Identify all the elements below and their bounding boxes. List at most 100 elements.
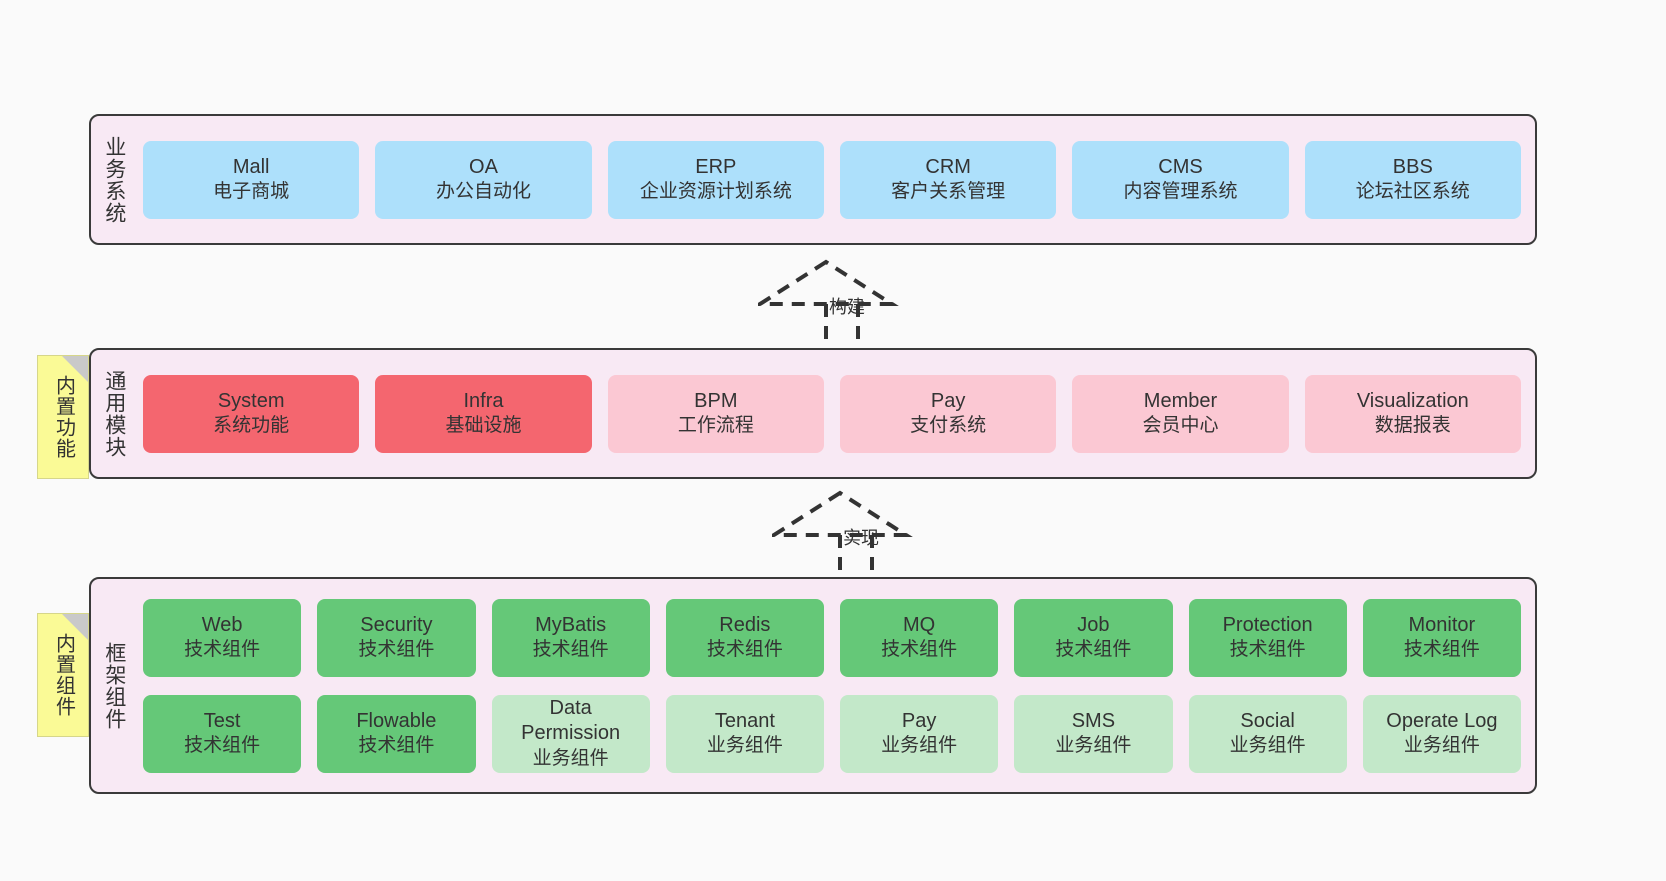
node-test[interactable]: Test 技术组件: [143, 694, 302, 773]
node-row-technical: Web 技术组件 Security 技术组件 MyBatis 技术组件 Redi…: [143, 598, 1521, 677]
node-member[interactable]: Member 会员中心: [1072, 374, 1289, 453]
node-title: Security: [360, 613, 433, 636]
node-bbs[interactable]: BBS 论坛社区系统: [1304, 140, 1521, 219]
node-subtitle: 技术组件: [358, 639, 435, 661]
node-job[interactable]: Job 技术组件: [1014, 598, 1173, 677]
node-title: Data Permission: [521, 696, 621, 745]
node-monitor[interactable]: Monitor 技术组件: [1362, 598, 1521, 677]
node-title: SMS: [1071, 709, 1116, 732]
node-subtitle: 支付系统: [910, 415, 987, 437]
node-subtitle: 会员中心: [1142, 415, 1219, 437]
node-social[interactable]: Social 业务组件: [1188, 694, 1347, 773]
node-title: CRM: [925, 155, 971, 178]
layer-body-business: Mall 电子商城 OA 办公自动化 ERP 企业资源计划系统 CRM 客户关系…: [137, 116, 1535, 243]
layer-business-systems: 业务系统 Mall 电子商城 OA 办公自动化 ERP 企业资源计划系统 CRM…: [89, 114, 1537, 245]
node-operate-log[interactable]: Operate Log 业务组件: [1362, 694, 1521, 773]
node-title: CMS: [1158, 155, 1203, 178]
node-title: Member: [1143, 389, 1218, 412]
node-security[interactable]: Security 技术组件: [317, 598, 476, 677]
node-subtitle: 电子商城: [213, 181, 290, 203]
node-title: BPM: [694, 389, 738, 412]
node-pay-module[interactable]: Pay 支付系统: [839, 374, 1057, 453]
node-subtitle: 基础设施: [445, 415, 522, 437]
node-subtitle: 内容管理系统: [1123, 181, 1238, 203]
node-subtitle: 技术组件: [184, 735, 261, 757]
node-tenant[interactable]: Tenant 业务组件: [665, 694, 824, 773]
layer-title-framework: 框架组件: [102, 641, 126, 730]
node-visualization[interactable]: Visualization 数据报表: [1304, 374, 1521, 453]
fold-corner-icon: [62, 356, 88, 382]
node-subtitle: 技术组件: [184, 639, 261, 661]
node-title: Web: [201, 613, 243, 636]
node-subtitle: 数据报表: [1374, 415, 1451, 437]
node-subtitle: 业务组件: [706, 735, 783, 757]
node-crm[interactable]: CRM 客户关系管理: [839, 140, 1057, 219]
sticky-note-label: 内置功能: [52, 375, 75, 459]
node-bpm[interactable]: BPM 工作流程: [607, 374, 824, 453]
node-title: MQ: [903, 613, 936, 636]
node-title: Redis: [719, 613, 771, 636]
node-mybatis[interactable]: MyBatis 技术组件: [491, 598, 650, 677]
node-protection[interactable]: Protection 技术组件: [1188, 598, 1347, 677]
node-subtitle: 办公自动化: [435, 181, 531, 203]
node-row-business: Test 技术组件 Flowable 技术组件 Data Permission …: [143, 694, 1521, 773]
layer-title-business: 业务系统: [102, 135, 126, 224]
node-cms[interactable]: CMS 内容管理系统: [1072, 140, 1289, 219]
node-sms[interactable]: SMS 业务组件: [1014, 694, 1173, 773]
sticky-note-builtin-components: 内置组件: [37, 613, 89, 737]
node-title: Monitor: [1408, 613, 1476, 636]
node-erp[interactable]: ERP 企业资源计划系统: [607, 140, 824, 219]
layer-common-modules: 通用模块 System 系统功能 Infra 基础设施 BPM 工作流程 Pay…: [89, 348, 1537, 479]
node-web[interactable]: Web 技术组件: [143, 598, 302, 677]
node-subtitle: 技术组件: [881, 639, 958, 661]
connector-implement-icon: [772, 490, 913, 585]
connector-build: 构建: [758, 258, 918, 354]
fold-corner-icon: [62, 614, 88, 640]
node-subtitle: 技术组件: [1229, 639, 1306, 661]
node-subtitle: 业务组件: [532, 747, 609, 769]
node-subtitle: 业务组件: [1229, 735, 1306, 757]
node-subtitle: 技术组件: [358, 735, 435, 757]
node-subtitle: 业务组件: [1055, 735, 1132, 757]
connector-build-label: 构建: [829, 297, 865, 317]
node-subtitle: 技术组件: [1403, 639, 1480, 661]
node-title: Pay: [901, 709, 937, 732]
node-redis[interactable]: Redis 技术组件: [665, 598, 824, 677]
node-subtitle: 业务组件: [1403, 735, 1480, 757]
sticky-note-label: 内置组件: [52, 633, 75, 717]
node-system[interactable]: System 系统功能: [143, 374, 360, 453]
node-title: Flowable: [356, 709, 437, 732]
node-title: OA: [469, 155, 498, 178]
node-title: Mall: [232, 155, 270, 178]
node-title: ERP: [695, 155, 737, 178]
node-oa[interactable]: OA 办公自动化: [375, 140, 592, 219]
node-subtitle: 客户关系管理: [891, 181, 1006, 203]
layer-framework-components: 框架组件 Web 技术组件 Security 技术组件 MyBatis 技术组件…: [89, 577, 1537, 794]
layer-body-common: System 系统功能 Infra 基础设施 BPM 工作流程 Pay 支付系统…: [137, 350, 1535, 477]
node-data-permission[interactable]: Data Permission 业务组件: [491, 694, 650, 773]
node-infra[interactable]: Infra 基础设施: [375, 374, 592, 453]
node-subtitle: 企业资源计划系统: [639, 181, 792, 203]
node-title: Job: [1077, 613, 1110, 636]
node-row: Mall 电子商城 OA 办公自动化 ERP 企业资源计划系统 CRM 客户关系…: [143, 140, 1521, 219]
node-subtitle: 技术组件: [1055, 639, 1132, 661]
node-title: Social: [1240, 709, 1295, 732]
node-title: Pay: [930, 389, 966, 412]
node-subtitle: 业务组件: [881, 735, 958, 757]
node-title: MyBatis: [535, 613, 607, 636]
node-title: BBS: [1392, 155, 1433, 178]
node-title: Visualization: [1356, 389, 1469, 412]
connector-implement-label: 实现: [843, 528, 879, 548]
node-mall[interactable]: Mall 电子商城: [143, 140, 360, 219]
node-title: Tenant: [714, 709, 775, 732]
node-mq[interactable]: MQ 技术组件: [840, 598, 999, 677]
node-title: System: [217, 389, 285, 412]
layer-body-framework: Web 技术组件 Security 技术组件 MyBatis 技术组件 Redi…: [137, 579, 1535, 792]
node-subtitle: 技术组件: [532, 639, 609, 661]
node-pay-component[interactable]: Pay 业务组件: [840, 694, 999, 773]
node-subtitle: 技术组件: [706, 639, 783, 661]
node-title: Infra: [463, 389, 504, 412]
node-flowable[interactable]: Flowable 技术组件: [317, 694, 476, 773]
node-title: Protection: [1222, 613, 1313, 636]
